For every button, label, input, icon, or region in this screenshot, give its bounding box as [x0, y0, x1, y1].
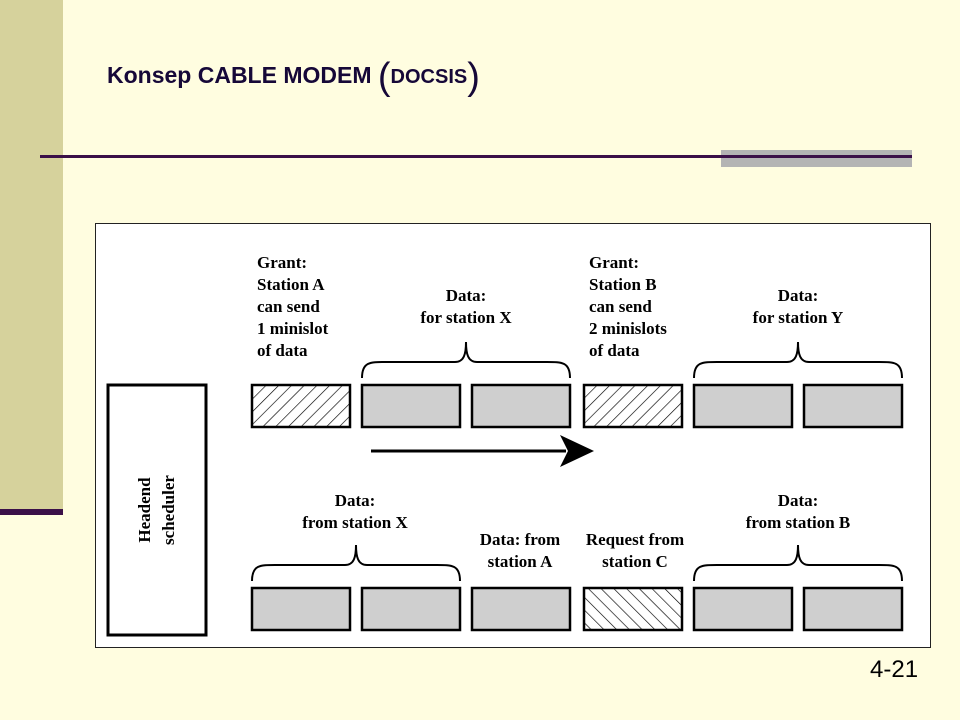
- headend-label-line2: scheduler: [159, 475, 178, 545]
- direction-arrow: [371, 435, 594, 467]
- title-underline-accent-line: [721, 155, 912, 158]
- data-from-x-line: from station X: [302, 513, 408, 532]
- grant-a-line: 1 minislot: [257, 319, 329, 338]
- data-from-b-label: Data: from station B: [746, 491, 851, 532]
- grant-b-line: Grant:: [589, 253, 639, 272]
- title-main: Konsep CABLE MODEM: [107, 62, 378, 88]
- request-c-label: Request from station C: [586, 530, 684, 571]
- brace-data-y: [693, 341, 903, 379]
- slot-data-from-b: [802, 586, 904, 632]
- data-from-a-line: Data: from: [480, 530, 560, 549]
- data-y-line: for station Y: [753, 308, 844, 327]
- grant-b-line: 2 minislots: [589, 319, 667, 338]
- request-c-line: Request from: [586, 530, 684, 549]
- grant-b-line: Station B: [589, 275, 657, 294]
- upstream-slots: [250, 586, 904, 632]
- slot-data-y: [802, 383, 904, 429]
- data-from-a-line: station A: [488, 552, 553, 571]
- slot-data-x: [360, 383, 462, 429]
- data-from-b-line: from station B: [746, 513, 851, 532]
- data-y-line: Data:: [778, 286, 819, 305]
- slide-title: Konsep CABLE MODEM (DOCSIS): [107, 58, 480, 96]
- title-underline: [40, 155, 912, 158]
- grant-b-line: of data: [589, 341, 640, 360]
- brace-data-from-b: [693, 544, 903, 582]
- slot-data-y: [692, 383, 794, 429]
- sidebar-rule: [0, 509, 63, 515]
- docsis-diagram: Headend scheduler Grant: Station A can s…: [95, 223, 931, 648]
- title-open-paren: (: [377, 56, 391, 98]
- slot-data-from-x: [360, 586, 462, 632]
- data-from-x-label: Data: from station X: [302, 491, 408, 532]
- headend-label-line1: Headend: [135, 477, 154, 543]
- slot-data-x: [470, 383, 572, 429]
- grant-a-line: of data: [257, 341, 308, 360]
- headend-scheduler-box: [106, 383, 208, 637]
- data-x-label: Data: for station X: [420, 286, 512, 327]
- upstream-labels: Data: from station X Data: from station …: [302, 491, 850, 571]
- title-underline-accent: [721, 150, 912, 167]
- title-close-paren: ): [467, 56, 480, 98]
- grant-a-line: can send: [257, 297, 320, 316]
- slot-grant-b: [582, 383, 684, 429]
- title-sub: DOCSIS: [390, 66, 468, 88]
- sidebar-bar: [0, 0, 63, 513]
- request-c-line: station C: [602, 552, 668, 571]
- downstream-labels: Grant: Station A can send 1 minislot of …: [257, 253, 843, 360]
- data-x-line: Data:: [446, 286, 487, 305]
- diagram-svg: Headend scheduler Grant: Station A can s…: [106, 253, 904, 637]
- data-from-x-line: Data:: [335, 491, 376, 510]
- slot-request-c: [582, 586, 684, 632]
- slot-data-from-x: [250, 586, 352, 632]
- downstream-slots: [250, 383, 904, 429]
- grant-b-label: Grant: Station B can send 2 minislots of…: [589, 253, 667, 360]
- brace-data-x: [361, 341, 571, 379]
- grant-a-label: Grant: Station A can send 1 minislot of …: [257, 253, 329, 360]
- slot-data-from-a: [470, 586, 572, 632]
- grant-a-line: Grant:: [257, 253, 307, 272]
- data-y-label: Data: for station Y: [753, 286, 844, 327]
- data-from-a-label: Data: from station A: [480, 530, 560, 571]
- data-from-b-line: Data:: [778, 491, 819, 510]
- grant-b-line: can send: [589, 297, 652, 316]
- grant-a-line: Station A: [257, 275, 325, 294]
- headend-scheduler-label: Headend scheduler: [135, 475, 178, 545]
- slot-grant-a: [250, 383, 352, 429]
- page-number: 4-21: [870, 656, 919, 683]
- data-x-line: for station X: [420, 308, 512, 327]
- brace-data-from-x: [251, 544, 461, 582]
- arrow-head: [560, 435, 594, 467]
- slot-data-from-b: [692, 586, 794, 632]
